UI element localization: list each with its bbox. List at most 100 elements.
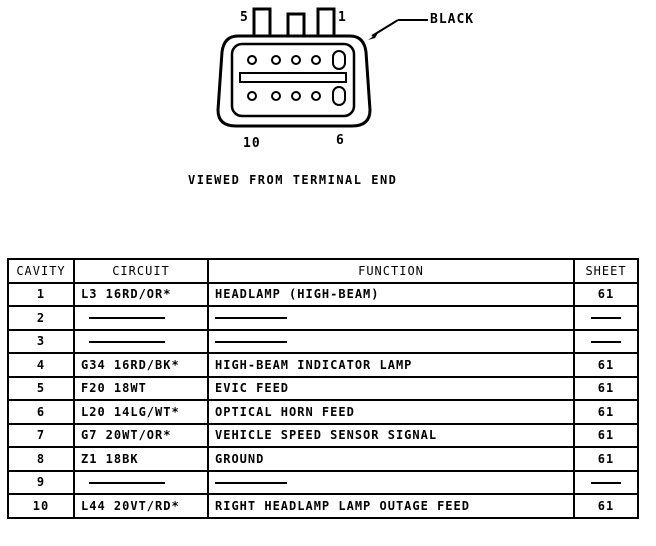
connector-diagram: 5 1 BLACK 10 6 VIEWED FROM TERMINAL END bbox=[0, 0, 656, 200]
cavity-text: 2 bbox=[36, 310, 46, 325]
view-caption: VIEWED FROM TERMINAL END bbox=[188, 173, 398, 187]
cell-circuit: L20 14LG/WT* bbox=[73, 399, 209, 425]
inner-face bbox=[230, 42, 356, 118]
sheet-text: 61 bbox=[597, 498, 615, 513]
cavity-text: 6 bbox=[36, 404, 46, 419]
pinout-table: CAVITY CIRCUIT FUNCTION SHEET 1 L3 16RD/O… bbox=[7, 258, 639, 519]
unused-dash bbox=[591, 481, 621, 484]
cell-function bbox=[207, 328, 575, 354]
circuit-text: L20 14LG/WT* bbox=[81, 404, 180, 419]
cell-circuit bbox=[73, 305, 209, 331]
cell-cavity: 2 bbox=[7, 305, 75, 331]
connector-body bbox=[216, 34, 372, 128]
unused-dash bbox=[215, 481, 287, 484]
unused-dash bbox=[215, 340, 287, 343]
pin-6-label: 6 bbox=[336, 133, 345, 148]
function-text: EVIC FEED bbox=[215, 381, 290, 396]
cell-function: HEADLAMP (HIGH-BEAM) bbox=[207, 281, 575, 307]
circuit-text: L3 16RD/OR* bbox=[81, 287, 172, 302]
table-row: 1 L3 16RD/OR* HEADLAMP (HIGH-BEAM) 61 bbox=[7, 281, 639, 307]
header-circuit: CIRCUIT bbox=[73, 258, 209, 284]
cell-circuit bbox=[73, 469, 209, 495]
table-row: 10 L44 20VT/RD* RIGHT HEADLAMP LAMP OUTAGE… bbox=[7, 493, 639, 519]
table-row: 2 bbox=[7, 305, 639, 331]
header-sheet: SHEET bbox=[573, 258, 639, 284]
cell-circuit: L3 16RD/OR* bbox=[73, 281, 209, 307]
cell-sheet: 61 bbox=[573, 352, 639, 378]
cell-cavity: 1 bbox=[7, 281, 75, 307]
pin-10-label: 10 bbox=[243, 136, 261, 151]
header-cavity: CAVITY bbox=[7, 258, 75, 284]
cell-function: OPTICAL HORN FEED bbox=[207, 399, 575, 425]
cell-cavity: 5 bbox=[7, 375, 75, 401]
cell-cavity: 7 bbox=[7, 422, 75, 448]
table-row: 3 bbox=[7, 328, 639, 354]
circuit-text: Z1 18BK bbox=[81, 451, 139, 466]
cell-circuit: G7 20WT/OR* bbox=[73, 422, 209, 448]
color-leader bbox=[371, 19, 399, 37]
sheet-text: 61 bbox=[597, 287, 615, 302]
connector-color-label: BLACK bbox=[430, 12, 475, 27]
cell-sheet: 61 bbox=[573, 422, 639, 448]
cell-cavity: 10 bbox=[7, 493, 75, 519]
table-row: 5 F20 18WT EVIC FEED 61 bbox=[7, 375, 639, 401]
circuit-text: L44 20VT/RD* bbox=[81, 498, 180, 513]
function-text: RIGHT HEADLAMP LAMP OUTAGE FEED bbox=[215, 498, 470, 513]
cell-circuit: Z1 18BK bbox=[73, 446, 209, 472]
cell-cavity: 6 bbox=[7, 399, 75, 425]
center-tab bbox=[286, 12, 306, 36]
unused-dash bbox=[591, 340, 621, 343]
cavity-text: 5 bbox=[36, 381, 46, 396]
connector-drawing bbox=[216, 7, 428, 128]
cell-sheet: 61 bbox=[573, 399, 639, 425]
circuit-text: G34 16RD/BK* bbox=[81, 357, 180, 372]
circuit-text: G7 20WT/OR* bbox=[81, 428, 172, 443]
cell-sheet: 61 bbox=[573, 281, 639, 307]
table-row: 8 Z1 18BK GROUND 61 bbox=[7, 446, 639, 472]
unused-dash bbox=[89, 481, 165, 484]
cell-function: RIGHT HEADLAMP LAMP OUTAGE FEED bbox=[207, 493, 575, 519]
function-text: VEHICLE SPEED SENSOR SIGNAL bbox=[215, 428, 438, 443]
function-text: HEADLAMP (HIGH-BEAM) bbox=[215, 287, 380, 302]
sheet-text: 61 bbox=[597, 404, 615, 419]
cavity-text: 10 bbox=[32, 498, 50, 513]
cell-cavity: 3 bbox=[7, 328, 75, 354]
cell-sheet bbox=[573, 328, 639, 354]
cell-function: GROUND bbox=[207, 446, 575, 472]
cell-function: EVIC FEED bbox=[207, 375, 575, 401]
cell-circuit: F20 18WT bbox=[73, 375, 209, 401]
unused-dash bbox=[89, 317, 165, 320]
table-row: 6 L20 14LG/WT* OPTICAL HORN FEED 61 bbox=[7, 399, 639, 425]
cell-circuit bbox=[73, 328, 209, 354]
cell-sheet bbox=[573, 469, 639, 495]
cell-function: HIGH-BEAM INDICATOR LAMP bbox=[207, 352, 575, 378]
right-tab bbox=[316, 7, 336, 36]
function-text: HIGH-BEAM INDICATOR LAMP bbox=[215, 357, 413, 372]
function-text: OPTICAL HORN FEED bbox=[215, 404, 355, 419]
pin-1-label: 1 bbox=[338, 10, 347, 25]
cell-function: VEHICLE SPEED SENSOR SIGNAL bbox=[207, 422, 575, 448]
unused-dash bbox=[215, 317, 287, 320]
cell-function bbox=[207, 469, 575, 495]
cell-cavity: 8 bbox=[7, 446, 75, 472]
cell-sheet: 61 bbox=[573, 446, 639, 472]
cell-cavity: 4 bbox=[7, 352, 75, 378]
cell-cavity: 9 bbox=[7, 469, 75, 495]
cavity-text: 4 bbox=[36, 357, 46, 372]
pin-5-label: 5 bbox=[240, 10, 249, 25]
sheet-text: 61 bbox=[597, 451, 615, 466]
cell-sheet: 61 bbox=[573, 493, 639, 519]
cell-circuit: L44 20VT/RD* bbox=[73, 493, 209, 519]
cell-function bbox=[207, 305, 575, 331]
function-text: GROUND bbox=[215, 451, 265, 466]
header-function: FUNCTION bbox=[207, 258, 575, 284]
cavity-text: 3 bbox=[36, 334, 46, 349]
cavity-text: 8 bbox=[36, 451, 46, 466]
cavity-text: 1 bbox=[36, 287, 46, 302]
table-row: 7 G7 20WT/OR* VEHICLE SPEED SENSOR SIGNAL 6… bbox=[7, 422, 639, 448]
circuit-text: F20 18WT bbox=[81, 381, 147, 396]
sheet-text: 61 bbox=[597, 381, 615, 396]
table-body: 1 L3 16RD/OR* HEADLAMP (HIGH-BEAM) 61 2 3 4 G34… bbox=[7, 281, 639, 519]
table-row: 4 G34 16RD/BK* HIGH-BEAM INDICATOR LAMP 61 bbox=[7, 352, 639, 378]
cavity-text: 7 bbox=[36, 428, 46, 443]
